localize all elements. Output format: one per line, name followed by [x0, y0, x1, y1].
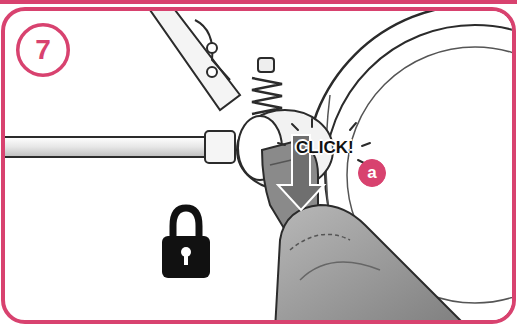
callout-circle: a: [358, 159, 386, 187]
sound-label: CLICK!: [296, 138, 354, 158]
lock-icon: [162, 208, 210, 278]
callout-letter: a: [358, 159, 386, 187]
step-number: 7: [16, 23, 70, 77]
step-number-circle: 7: [16, 23, 70, 77]
stroller-wheel-illustration: [5, 11, 512, 320]
top-bar: [0, 0, 517, 4]
